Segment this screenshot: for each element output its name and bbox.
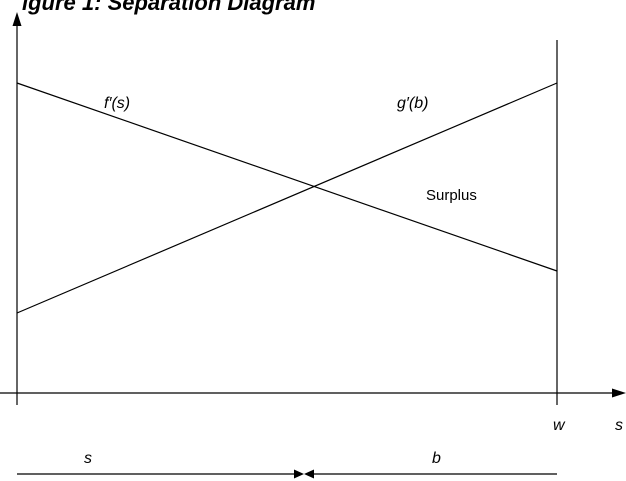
y-axis-arrowhead: [12, 12, 22, 26]
x-axis-arrowhead: [612, 388, 626, 398]
surplus-label: Surplus: [426, 187, 477, 204]
seller-segment-label: s: [84, 450, 92, 467]
segment-arrowhead-left: [304, 469, 314, 479]
seller-curve-label: f′(s): [104, 95, 130, 112]
segment-arrowhead-right: [294, 469, 304, 479]
x-axis-end-label: s: [615, 417, 623, 434]
buyer-marginal-curve: [16, 82, 558, 314]
buyer-segment-label: b: [432, 450, 441, 467]
buyer-curve-label: g′(b): [397, 95, 428, 112]
w-label: w: [553, 417, 566, 434]
diagram-title: igure 1: Separation Diagram: [22, 0, 315, 15]
seller-marginal-curve: [16, 82, 558, 272]
